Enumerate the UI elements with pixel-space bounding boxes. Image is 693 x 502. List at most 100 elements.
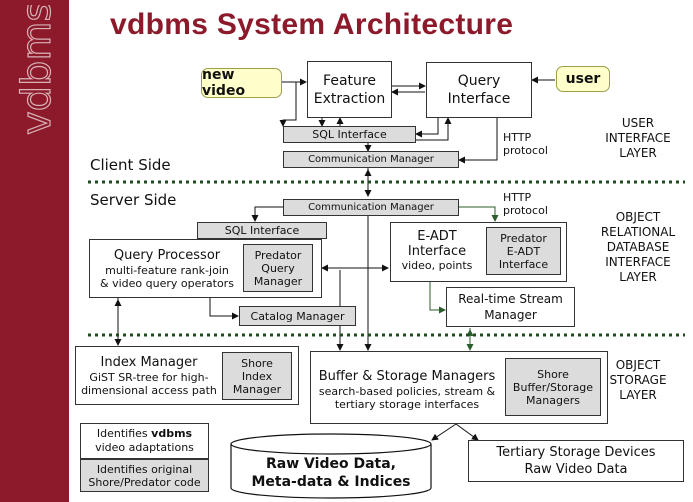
uil-line-2: INTERFACE — [605, 131, 671, 145]
server-http-protocol: HTTP protocol — [503, 191, 558, 217]
arrow-eadt-to-stream — [429, 282, 446, 314]
query-processor-line-1: multi-feature rank-join — [105, 264, 229, 277]
legend-vdbms-prefix: Identifies — [96, 427, 152, 440]
raw-video-label: Raw Video Data, Meta-data & Indices — [232, 455, 430, 491]
server-communication-manager: Communication Manager — [283, 199, 459, 216]
osl-line-2: STORAGE — [609, 373, 667, 387]
osl-line-1: OBJECT — [615, 358, 661, 372]
orl-line-4: INTERFACE — [605, 255, 671, 269]
legend-vdbms-box: Identifies vdbms video adaptations — [80, 423, 209, 459]
raw-video-cylinder — [230, 433, 432, 499]
orl-line-3: DATABASE — [606, 240, 670, 254]
server-side-label: Server Side — [90, 191, 177, 209]
query-interface-box: Query Interface — [426, 62, 532, 118]
sidebar-logo-text: vdbms — [13, 5, 60, 136]
diagram-title: vdbms System Architecture — [110, 8, 514, 41]
legend-vdbms-line-2: video adaptations — [95, 441, 194, 454]
buffer-storage-text: Buffer & Storage Managers search-based p… — [313, 369, 501, 411]
tertiary-line-1: Tertiary Storage Devices — [496, 445, 656, 460]
index-manager-title: Index Manager — [100, 355, 198, 370]
server-sql-interface: SQL Interface — [197, 222, 327, 239]
index-manager-text: Index Manager GiST SR-tree for high- dim… — [79, 355, 219, 397]
eadt-title-1: E-ADT — [417, 229, 457, 244]
raw-video-line-1: Raw Video Data, — [266, 456, 396, 472]
arrow-buffer-to-raw — [431, 423, 457, 441]
sbsm-line-1: Shore — [537, 367, 569, 381]
pei-line-3: Interface — [498, 257, 549, 271]
feature-extraction-label-1: Feature — [323, 72, 376, 89]
pei-line-2: E-ADT — [506, 244, 541, 258]
orl-line-5: LAYER — [619, 270, 657, 284]
eadt-text: E-ADT Interface video, points — [394, 229, 480, 272]
arrow-buffer-to-tertiary — [455, 423, 479, 441]
legend-vdbms-line-1: Identifies vdbms — [97, 427, 192, 441]
sidebar-band — [0, 0, 69, 502]
stream-manager-box: Real-time Stream Manager — [446, 287, 575, 327]
user-input: user — [556, 66, 610, 92]
server-http-label: HTTP — [503, 191, 532, 204]
pei-line-1: Predator — [500, 231, 547, 245]
sidebar-vertical-label: vdbms — [14, 5, 60, 135]
client-protocol-label: protocol — [503, 144, 548, 157]
legend-shore-box: Identifies original Shore/Predator code — [80, 459, 209, 492]
query-interface-label-1: Query — [457, 73, 501, 89]
client-http-label: HTTP — [503, 131, 532, 144]
query-interface-label-2: Interface — [447, 91, 511, 107]
object-storage-layer-label: OBJECT STORAGE LAYER — [588, 358, 688, 403]
legend-shore-line-2: Shore/Predator code — [88, 475, 201, 489]
feature-extraction-label-2: Extraction — [313, 90, 386, 107]
uil-line-3: LAYER — [619, 146, 657, 160]
legend-vdbms-bold: vdbms — [151, 427, 193, 440]
client-communication-manager: Communication Manager — [283, 151, 459, 168]
arrow-http-to-eadt — [459, 206, 499, 222]
buffer-storage-line-2: tertiary storage interfaces — [334, 398, 480, 411]
raw-video-line-2: Meta-data & Indices — [251, 474, 411, 490]
index-manager-line-2: dimensional access path — [81, 384, 217, 397]
tertiary-line-2: Raw Video Data — [524, 462, 628, 477]
user-interface-layer-label: USER INTERFACE LAYER — [588, 116, 688, 161]
client-side-label: Client Side — [90, 156, 171, 174]
pqm-line-3: Manager — [253, 274, 303, 288]
eadt-title-2: Interface — [407, 244, 467, 259]
buffer-storage-title: Buffer & Storage Managers — [318, 369, 496, 384]
predator-eadt-interface: Predator E-ADT Interface — [486, 227, 561, 275]
orl-line-1: OBJECT — [615, 210, 661, 224]
arrow-query-to-sql — [415, 118, 439, 138]
sim-line-3: Manager — [232, 382, 282, 396]
arrow-query-http — [458, 118, 498, 164]
object-relational-layer-label: OBJECT RELATIONAL DATABASE INTERFACE LAY… — [588, 210, 688, 285]
arrow-video-to-sql — [279, 82, 297, 127]
server-protocol-label: protocol — [503, 204, 548, 217]
query-processor-line-2: & video query operators — [100, 277, 234, 290]
sbsm-line-3: Managers — [526, 393, 580, 407]
tertiary-storage-box: Tertiary Storage Devices Raw Video Data — [468, 440, 684, 482]
new-video-input: new video — [201, 67, 282, 99]
shore-buffer-storage-managers: Shore Buffer/Storage Managers — [505, 358, 601, 416]
client-sql-interface: SQL Interface — [283, 126, 416, 143]
pqm-line-1: Predator — [254, 248, 302, 262]
legend-shore-line-1: Identifies original — [96, 462, 193, 476]
arrow-comm-to-sql — [251, 206, 283, 222]
osl-line-3: LAYER — [619, 388, 657, 402]
client-http-protocol: HTTP protocol — [503, 131, 558, 157]
predator-query-manager: Predator Query Manager — [243, 244, 313, 292]
sim-line-1: Shore — [241, 356, 273, 370]
stream-manager-line-2: Manager — [484, 308, 537, 322]
stream-manager-line-1: Real-time Stream — [458, 292, 563, 306]
arrow-sql-to-query — [416, 117, 452, 141]
index-manager-line-1: GiST SR-tree for high- — [89, 371, 209, 384]
sim-line-2: Index — [241, 369, 273, 383]
eadt-subtitle: video, points — [401, 259, 473, 272]
orl-line-2: RELATIONAL — [600, 225, 676, 239]
feature-extraction-box: Feature Extraction — [307, 61, 392, 118]
sbsm-line-2: Buffer/Storage — [512, 380, 594, 394]
query-processor-text: Query Processor multi-feature rank-join … — [92, 248, 242, 290]
pqm-line-2: Query — [261, 261, 295, 275]
shore-index-manager: Shore Index Manager — [222, 352, 292, 400]
buffer-storage-line-1: search-based policies, stream & — [318, 385, 496, 398]
arrow-qp-to-catalog — [209, 298, 239, 320]
query-processor-title: Query Processor — [113, 248, 221, 263]
catalog-manager: Catalog Manager — [239, 306, 356, 326]
uil-line-1: USER — [621, 116, 655, 130]
